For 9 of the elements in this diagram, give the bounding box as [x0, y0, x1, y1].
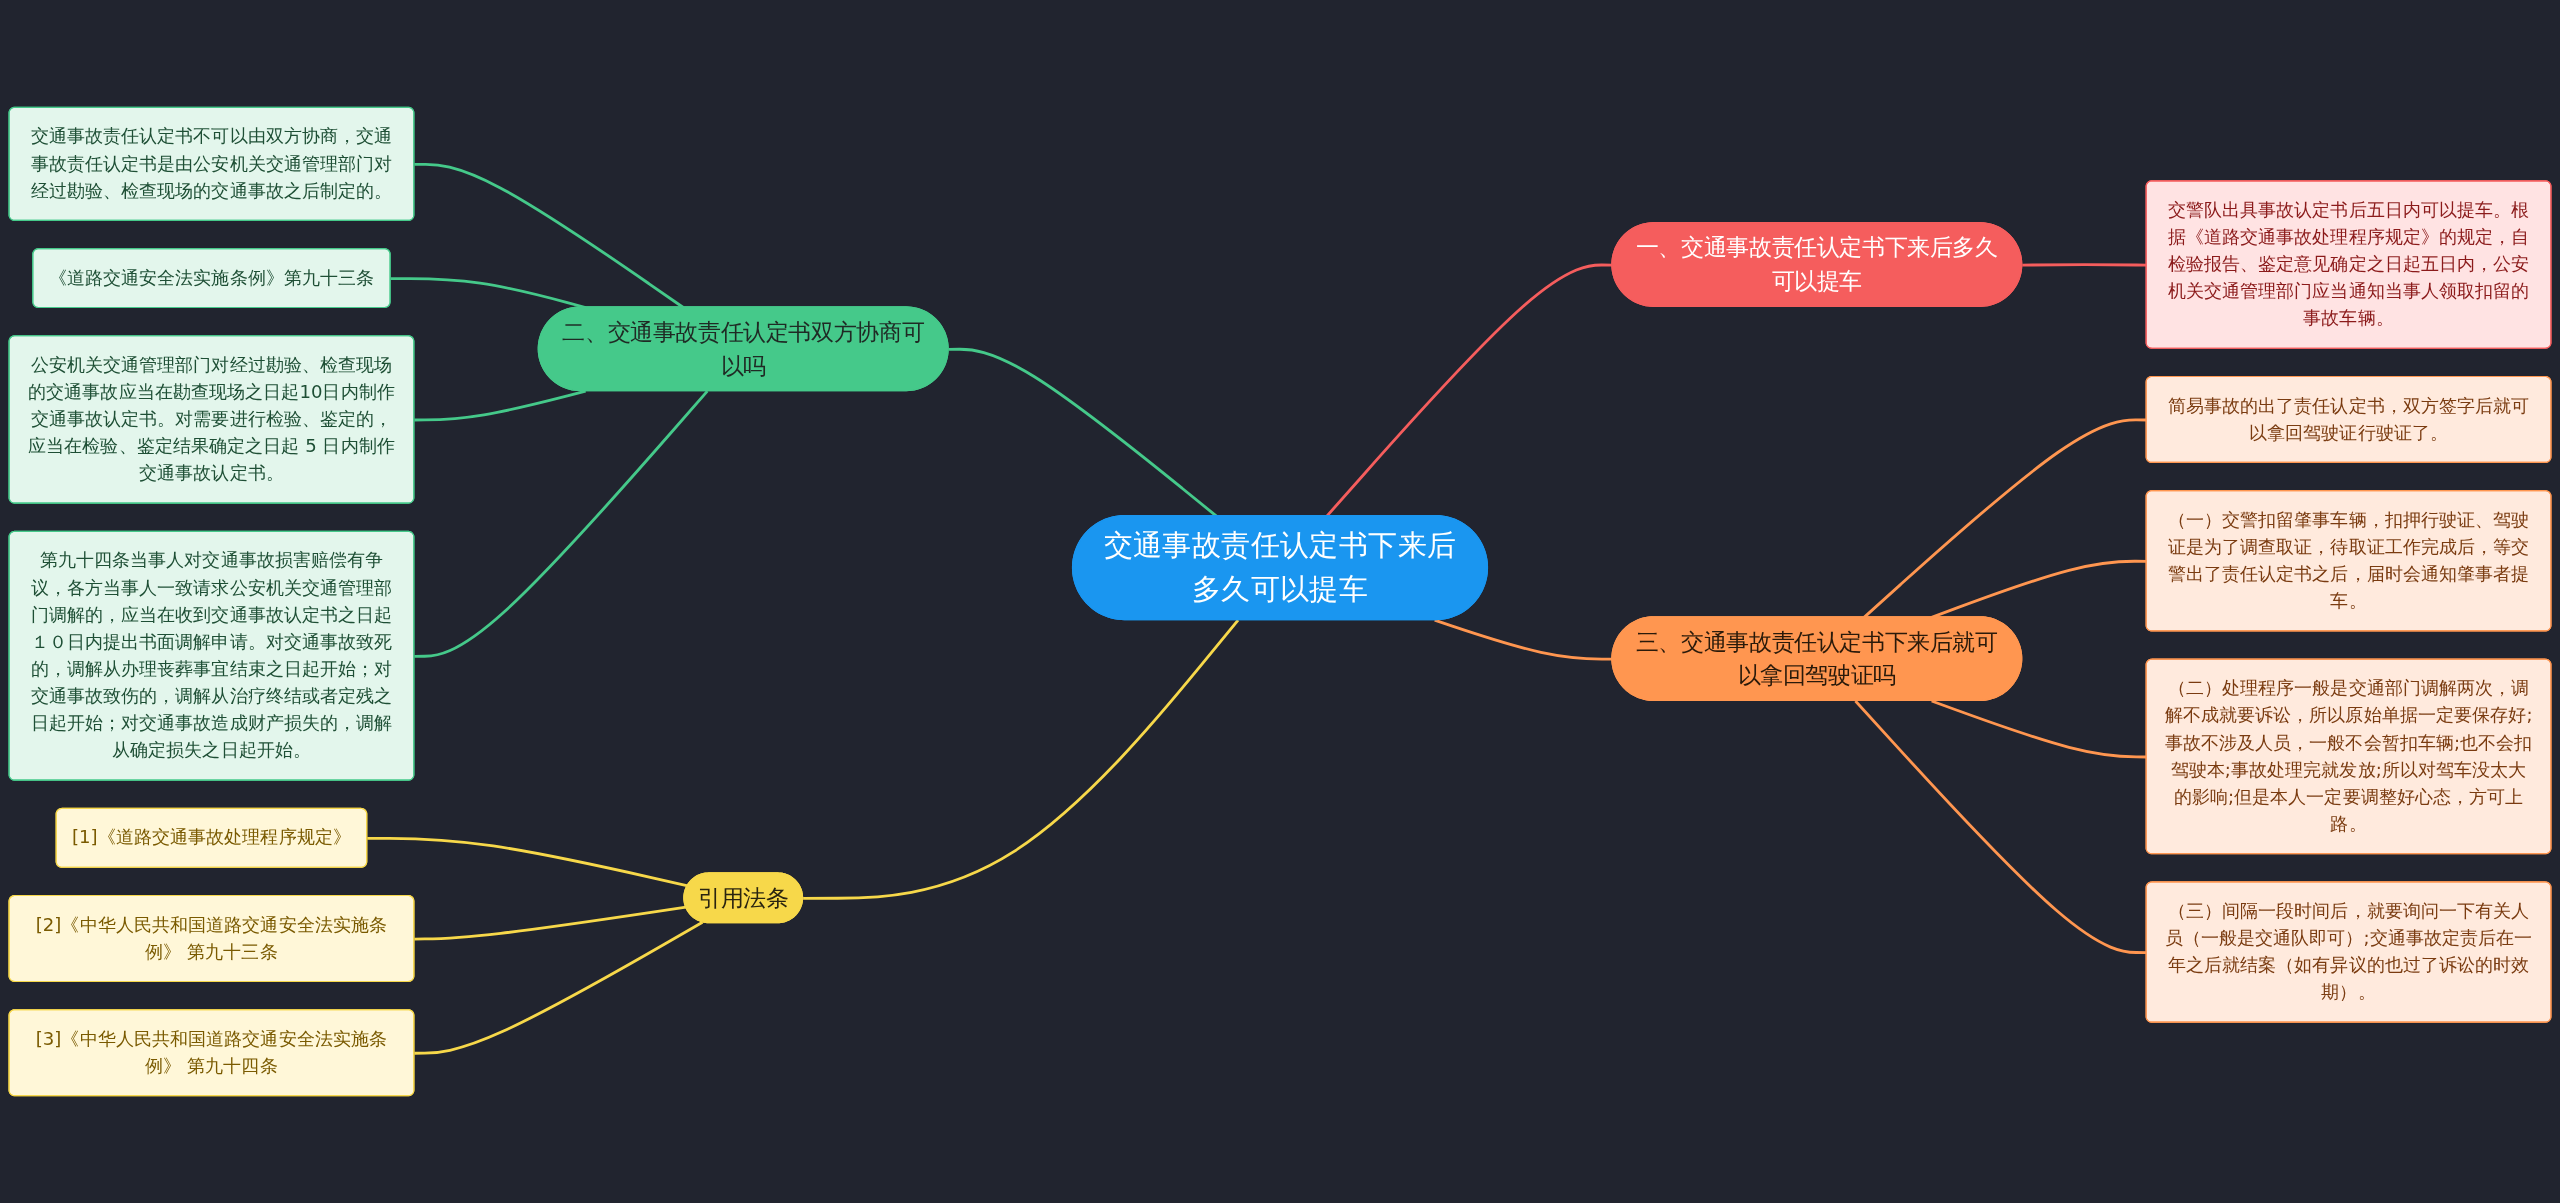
connector	[414, 389, 586, 422]
connector	[1854, 700, 2147, 955]
connector	[367, 836, 689, 888]
connector	[414, 905, 687, 941]
connector	[2022, 263, 2147, 267]
connector	[414, 390, 709, 658]
connector	[1931, 699, 2147, 759]
connector	[803, 619, 1240, 900]
connector	[414, 921, 704, 1055]
